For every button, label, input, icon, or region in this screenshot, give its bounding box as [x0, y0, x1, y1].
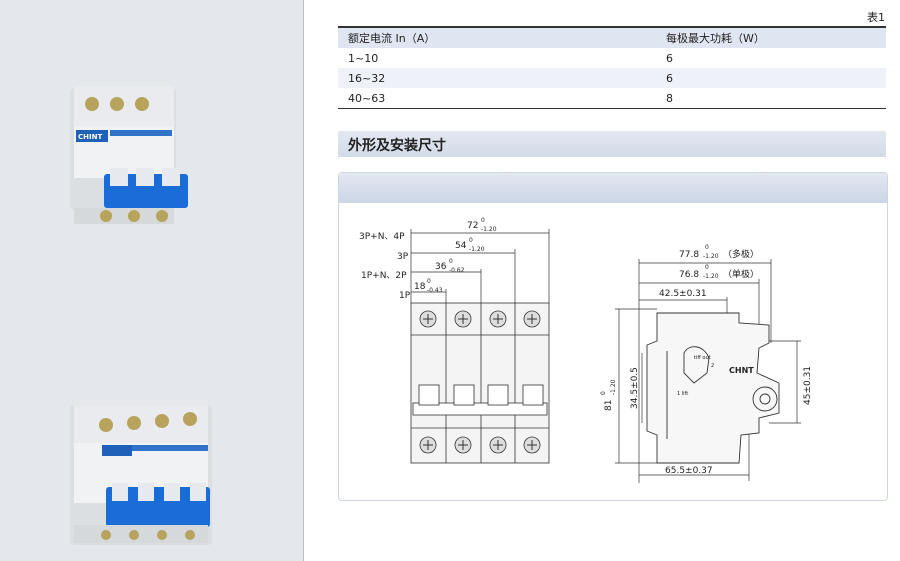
dim-65-5: 65.5±0.37	[665, 466, 713, 476]
pole-label-2p: 1P+N、2P	[361, 271, 407, 281]
table-header-row: 额定电流 In（A） 每极最大功耗（W）	[338, 26, 886, 48]
dim-81-upper: 0	[600, 391, 607, 395]
cell-current: 40~63	[338, 88, 656, 109]
dim-77-8-lower: -1.20	[703, 253, 719, 260]
cell-power: 6	[656, 68, 886, 88]
header-rated-current: 额定电流 In（A）	[338, 26, 656, 48]
breaker-3p-photo: CHINT	[70, 86, 188, 224]
dim-54-upper: 0	[469, 237, 473, 244]
section-title: 外形及安装尺寸	[348, 138, 446, 154]
dim-54-lower: -1.20	[469, 246, 485, 253]
section-header: 外形及安装尺寸	[338, 131, 886, 157]
dimension-drawing-panel: 3P+N、4P 3P 1P+N、2P 1P 72 0 -1.20 54 0 -1…	[338, 172, 888, 501]
table-number: 表1	[867, 11, 885, 24]
table-row: 16~32 6	[338, 68, 886, 88]
dim-18-upper: 0	[427, 278, 431, 285]
breaker-4p-photo	[70, 405, 212, 545]
lift-label: 1 lift	[677, 391, 688, 397]
table-row: 40~63 8	[338, 88, 886, 109]
front-view-drawing: 3P+N、4P 3P 1P+N、2P 1P 72 0 -1.20 54 0 -1…	[359, 217, 813, 483]
dim-36-upper: 0	[449, 258, 453, 265]
dim-72-upper: 0	[481, 217, 485, 224]
pole-label-1p: 1P	[399, 291, 411, 301]
dim-81: 81	[604, 400, 614, 411]
dim-76-8-lower: -1.20	[703, 273, 719, 280]
dim-45: 45±0.31	[803, 366, 813, 405]
brand-logo: CHINT	[78, 133, 102, 141]
position-2-label: 2	[711, 363, 714, 369]
cell-current: 1~10	[348, 51, 379, 65]
power-consumption-table: 额定电流 In（A） 每极最大功耗（W） 1~10 6 16~32 6 40~6…	[338, 26, 886, 109]
dim-18-lower: -0.43	[427, 287, 443, 294]
dim-77-8-upper: 0	[705, 244, 709, 251]
cell-power: 6	[666, 51, 673, 65]
dim-72: 72	[467, 221, 478, 231]
dim-77-8-note: （多极）	[723, 248, 759, 260]
side-brand-logo: CHNT	[729, 366, 754, 375]
pole-label-3p: 3P	[397, 252, 409, 262]
header-max-power: 每极最大功耗（W）	[656, 26, 886, 48]
dim-42-5: 42.5±0.31	[659, 289, 707, 299]
dim-18: 18	[414, 282, 426, 292]
pole-label-4p: 3P+N、4P	[359, 232, 405, 242]
dim-54: 54	[455, 241, 467, 251]
dim-81-lower: -1.20	[610, 379, 617, 395]
dim-36-lower: -0.62	[449, 267, 465, 274]
tiff-out-label: tiff out	[694, 355, 711, 361]
product-image-panel: CHINT	[0, 0, 304, 561]
dim-34-5: 34.5±0.5	[630, 367, 640, 409]
cell-current: 16~32	[338, 68, 656, 88]
drawing-panel-header	[339, 173, 887, 203]
dim-77-8: 77.8	[679, 250, 699, 260]
dim-36: 36	[435, 262, 447, 272]
dim-76-8-note: （单极）	[723, 268, 759, 280]
cell-power: 8	[656, 88, 886, 109]
dim-72-lower: -1.20	[481, 226, 497, 233]
dim-76-8: 76.8	[679, 270, 699, 280]
table-row: 1~10 6	[338, 48, 886, 68]
dim-76-8-upper: 0	[705, 264, 709, 271]
